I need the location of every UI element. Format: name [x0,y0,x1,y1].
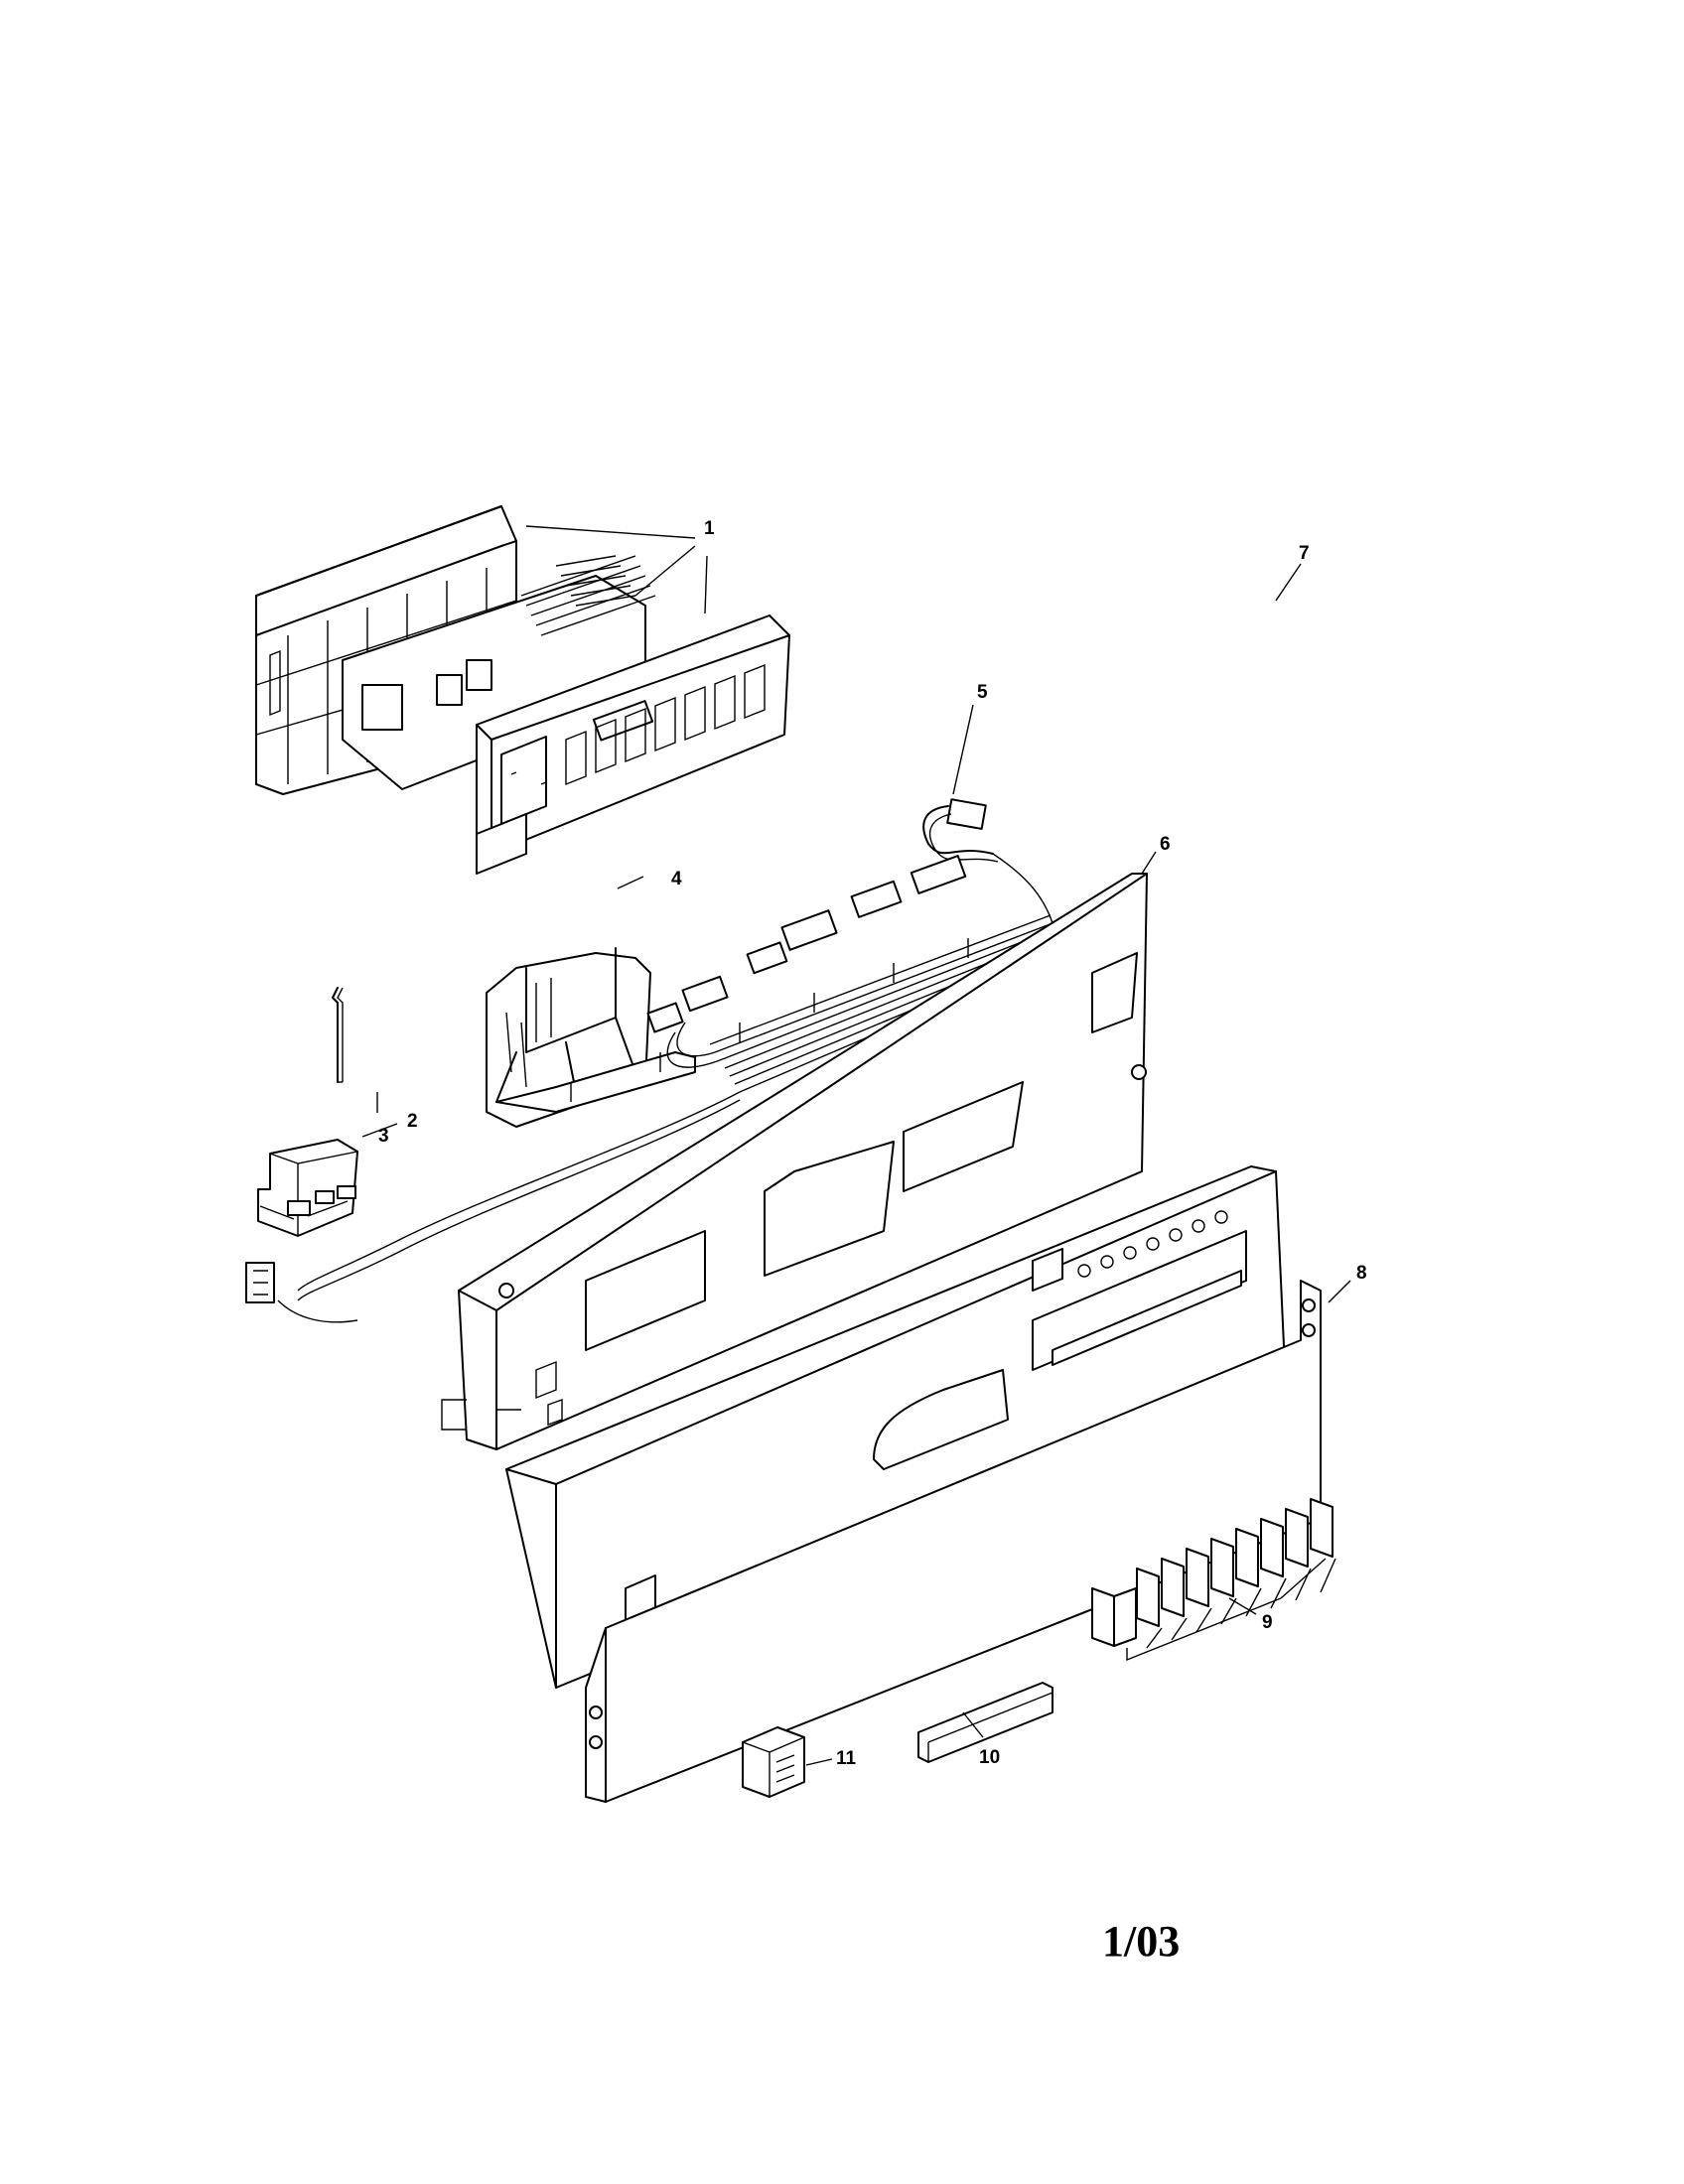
part-2-switch [257,1139,358,1237]
callout-5: 5 [977,682,988,703]
part-10-handle [917,1682,1053,1763]
part-7-front-panel [505,1165,1287,1689]
part-5-wire-harness [245,798,1065,1323]
part-1-control-module [255,505,790,875]
callout-9: 9 [1262,1612,1273,1633]
callout-2: 2 [407,1111,418,1132]
part-8-trim-strip [585,1280,1322,1803]
page-code: 1/03 [1102,1917,1181,1966]
callout-labels: 1 2 3 4 5 6 7 8 9 10 11 [378,518,1367,1769]
callout-4: 4 [671,869,682,889]
part-11-block [742,1726,805,1798]
callout-1: 1 [704,518,715,539]
part-3-rod [332,987,344,1083]
callout-8: 8 [1356,1263,1367,1284]
callout-7: 7 [1299,543,1310,564]
part-9-keypad-buttons [1091,1498,1336,1662]
leader-lines [361,525,1351,1766]
callout-6: 6 [1160,834,1171,855]
part-4-bracket [486,947,696,1128]
callout-10: 10 [979,1747,1000,1768]
part-6-mounting-frame [441,873,1148,1450]
callout-3: 3 [378,1126,389,1147]
callout-11: 11 [836,1748,857,1769]
